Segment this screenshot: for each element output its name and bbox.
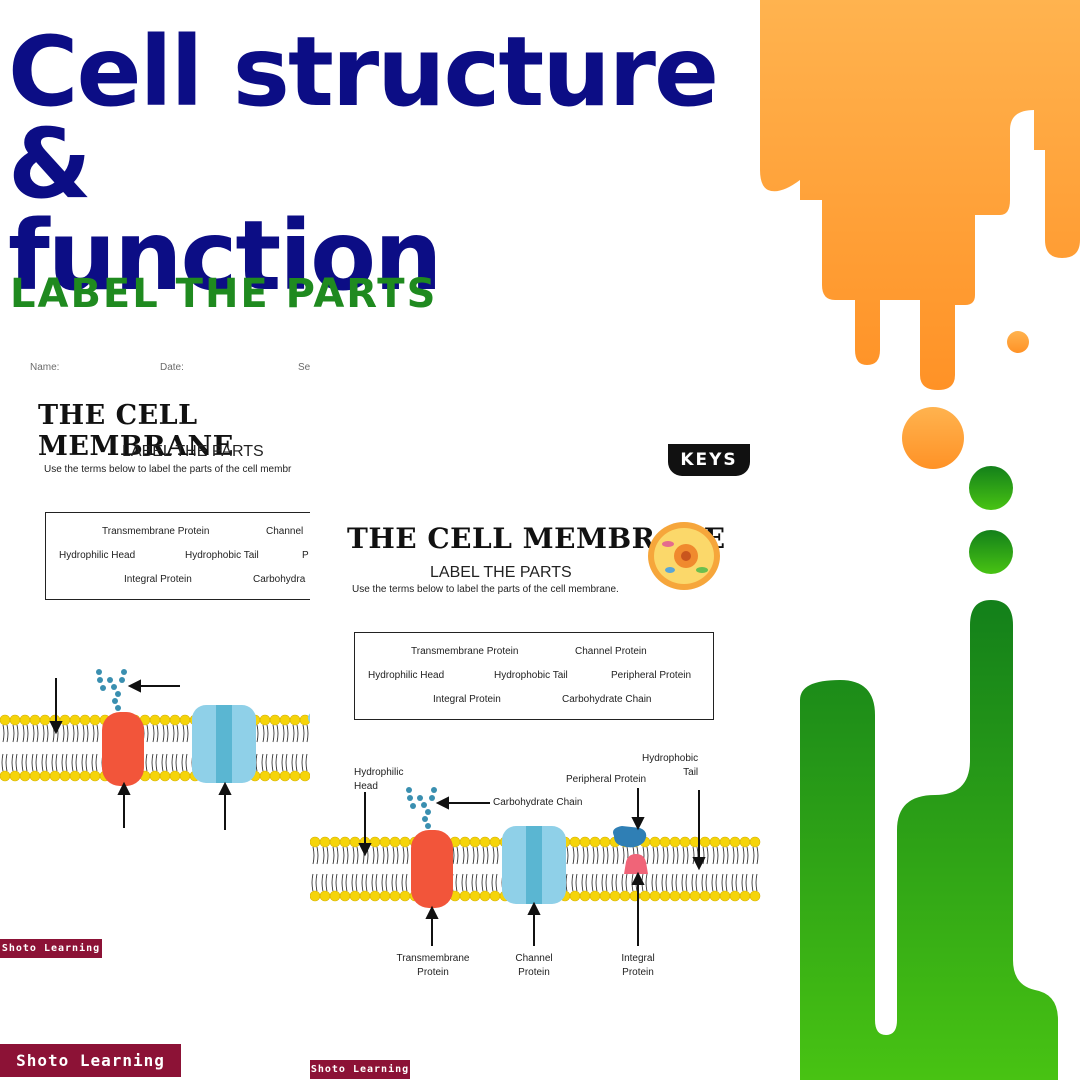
channel-protein-shape — [192, 705, 256, 783]
terms-box: Transmembrane Protein Channel Hydrophili… — [45, 512, 310, 600]
label-arrows — [358, 788, 706, 946]
page-title: Cell structure & function — [8, 16, 719, 312]
worksheet-subtitle: LABEL THE PARTS — [122, 443, 264, 460]
term-item: Integral Protein — [433, 694, 501, 705]
terms-box: Transmembrane Protein Channel Protein Hy… — [354, 632, 714, 720]
brand-tag: Shoto Learning — [0, 939, 102, 958]
orange-drips — [760, 0, 1080, 469]
brand-tag: Shoto Learning — [310, 1060, 410, 1079]
channel-protein-shape — [502, 826, 566, 904]
label-carbohydrate-chain: Carbohydrate Chain — [493, 797, 583, 808]
integral-protein-shape — [624, 854, 648, 874]
term-item: Peripheral Protein — [611, 670, 692, 681]
term-item: Transmembrane Protein — [102, 526, 210, 537]
worksheet-instructions: Use the terms below to label the parts o… — [44, 464, 292, 475]
peripheral-protein-shape — [613, 826, 647, 848]
term-item: Transmembrane Protein — [411, 646, 519, 657]
term-item: Hydrophilic Head — [368, 670, 445, 681]
cell-icon — [648, 522, 720, 590]
front-worksheet: THE CELL MEMBRANE LABEL THE PARTS Use th… — [310, 478, 780, 1078]
term-item: Integral Protein — [124, 574, 192, 585]
label-hydrophilic-head: Hydrophilic Head — [354, 767, 404, 792]
term-item: Channel — [266, 526, 304, 537]
section-field-label: Section/Period: — [298, 362, 310, 373]
term-item: Carbohydrate Chain — [562, 694, 652, 705]
worksheet-instructions: Use the terms below to label the parts o… — [352, 584, 619, 595]
term-item: Carbohydra — [253, 574, 306, 585]
date-field-label: Date: — [160, 362, 184, 373]
worksheet-subtitle: LABEL THE PARTS — [430, 564, 572, 581]
transmembrane-protein-shape — [102, 712, 144, 786]
back-worksheet: Name: Date: Section/Period: THE CELL MEM… — [0, 350, 310, 960]
label-transmembrane-protein: Transmembrane Protein — [396, 953, 470, 978]
keys-badge: KEYS — [668, 444, 750, 476]
label-hydrophobic-tail: Hydrophobic Tail — [642, 753, 699, 778]
worksheet-title: THE CELL MEMBRANE — [38, 400, 234, 462]
transmembrane-protein-shape — [411, 830, 453, 908]
page-subtitle: LABEL THE PARTS — [10, 271, 438, 317]
term-item: Channel Protein — [575, 646, 647, 657]
brand-tag: Shoto Learning — [0, 1044, 181, 1077]
carbohydrate-chain-shape — [96, 669, 127, 711]
term-item: P — [302, 550, 309, 561]
green-shapes — [800, 466, 1058, 1080]
name-field-label: Name: — [30, 362, 60, 373]
term-item: Hydrophilic Head — [59, 550, 136, 561]
label-channel-protein: Channel Protein — [515, 953, 553, 978]
term-item: Hydrophobic Tail — [185, 550, 259, 561]
label-arrows — [49, 678, 232, 830]
phospholipid-bilayer — [0, 714, 310, 782]
label-peripheral-protein: Peripheral Protein — [566, 774, 647, 785]
term-item: Hydrophobic Tail — [494, 670, 568, 681]
label-integral-protein: Integral Protein — [621, 953, 655, 978]
membrane-diagram — [310, 787, 761, 946]
carbohydrate-chain-shape — [406, 787, 437, 829]
membrane-diagram — [0, 669, 310, 830]
